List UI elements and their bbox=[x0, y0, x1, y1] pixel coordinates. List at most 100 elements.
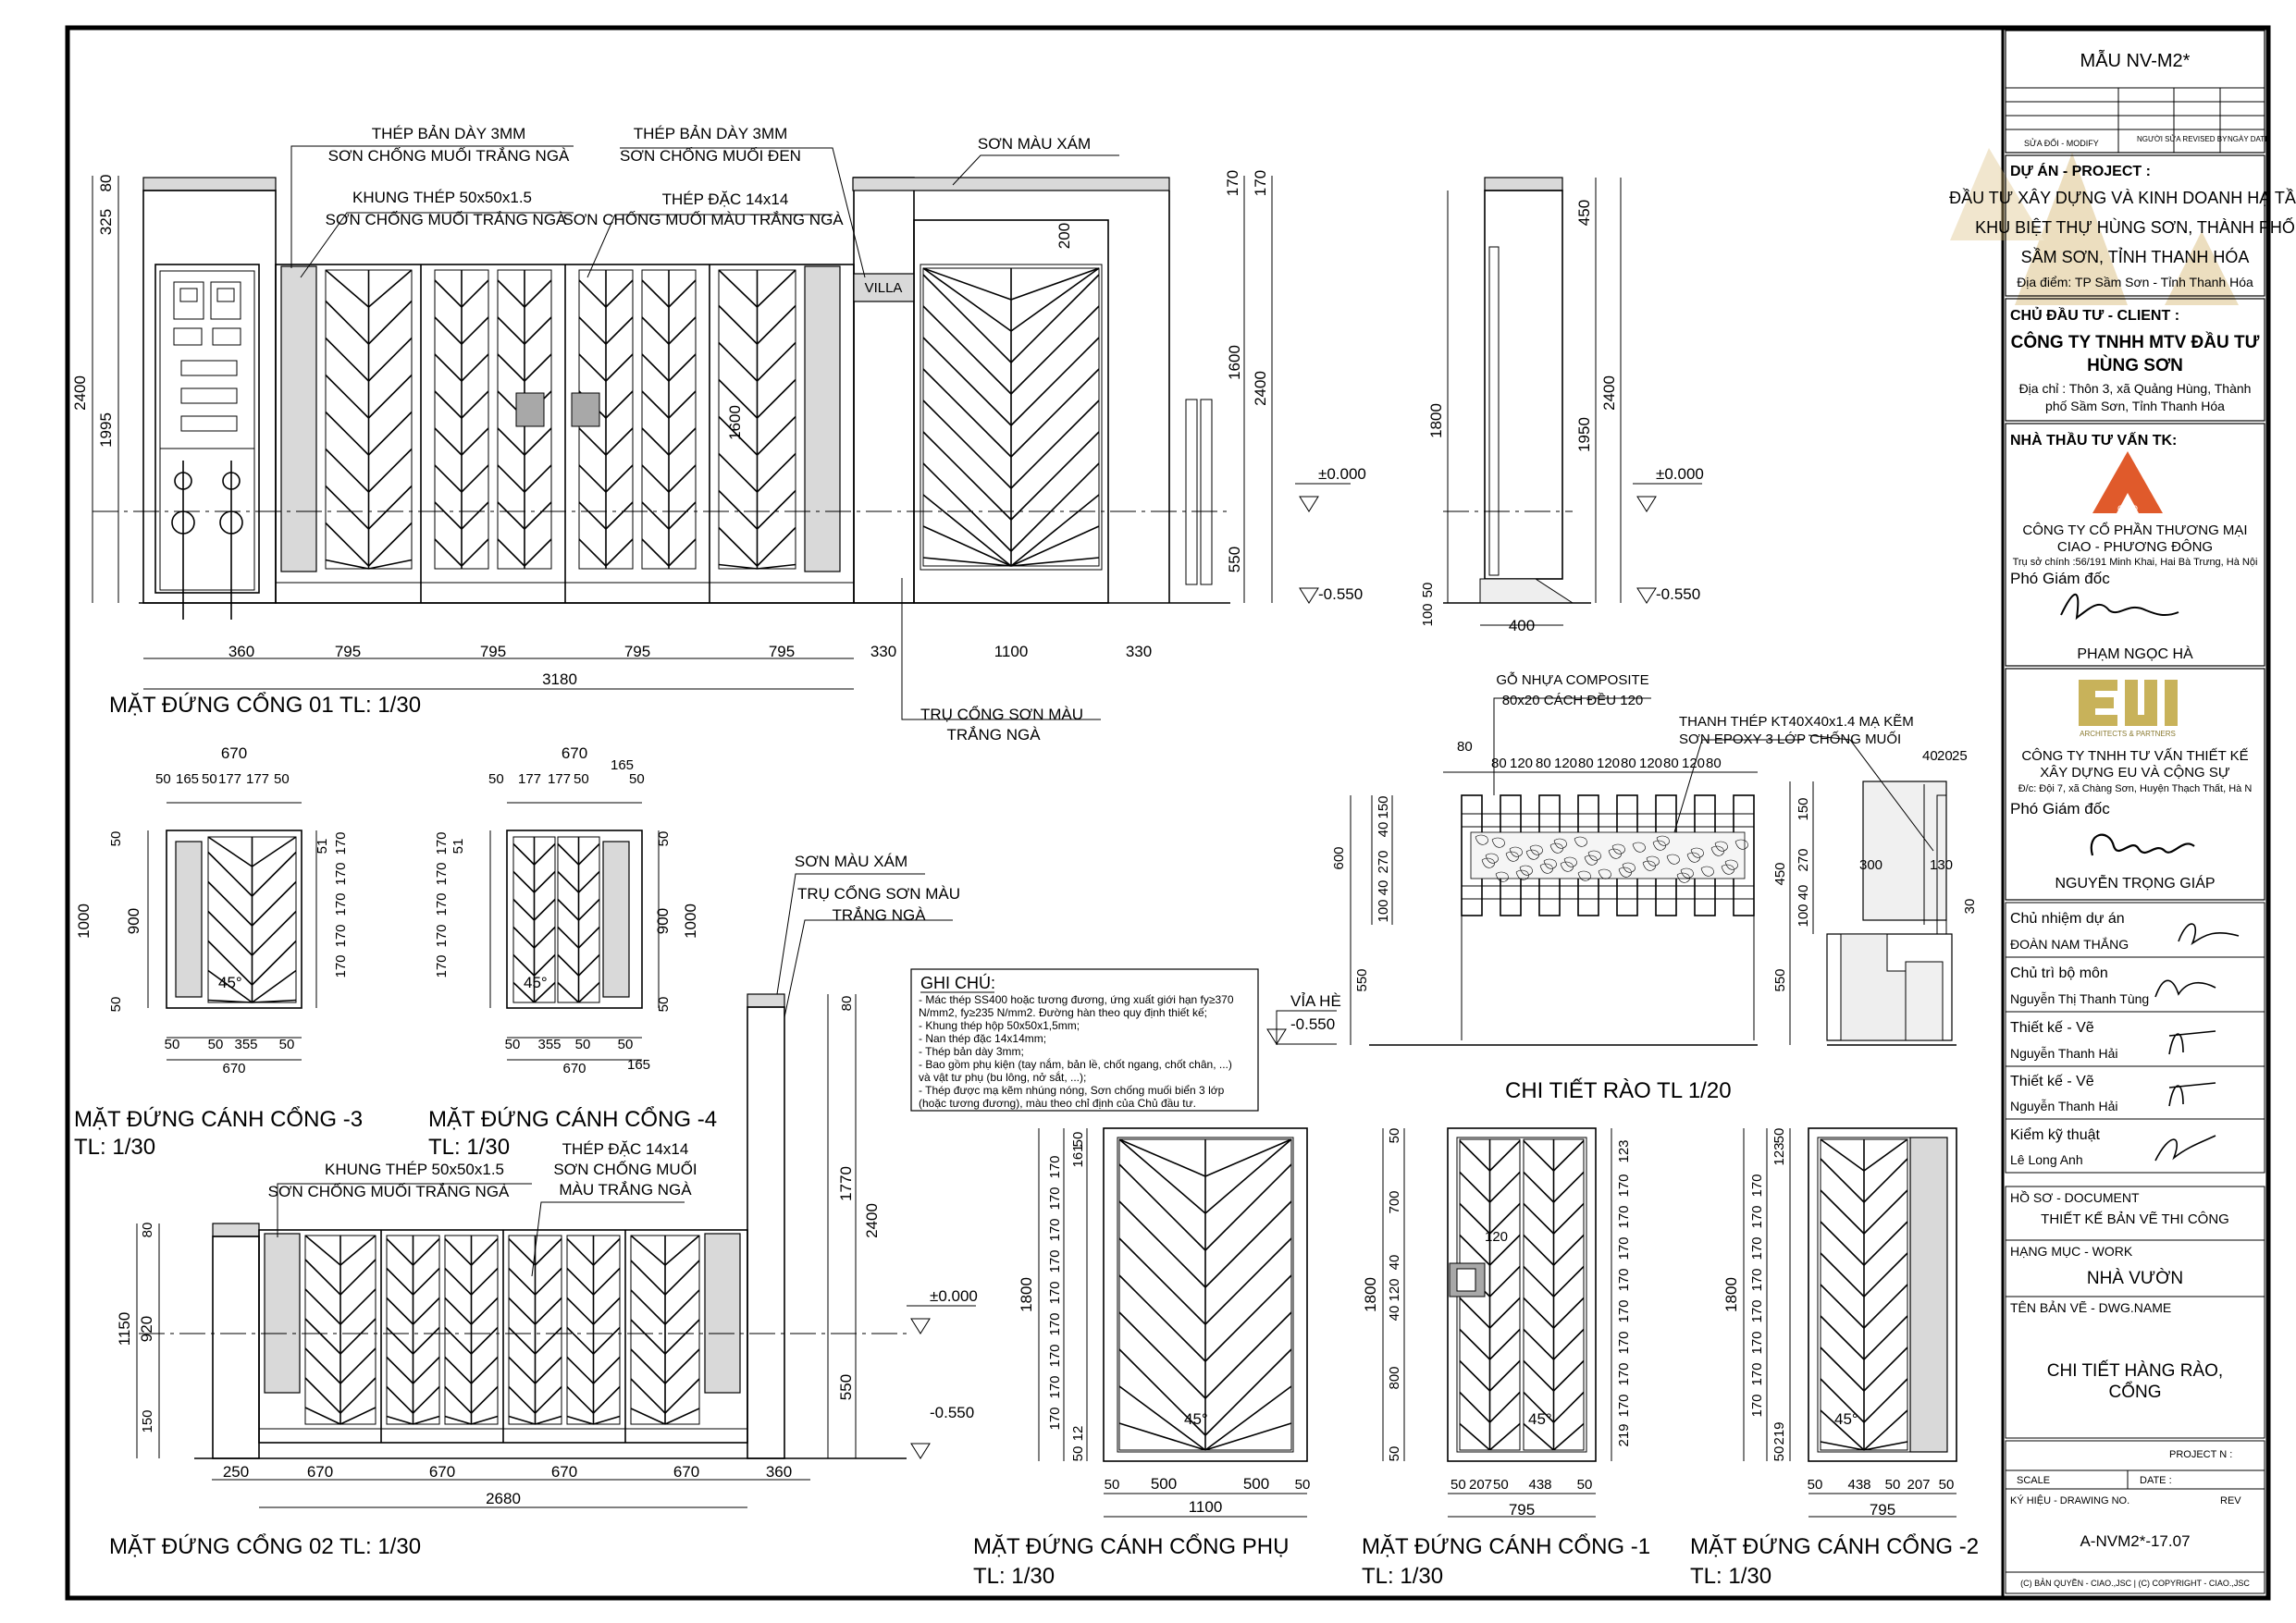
svg-text:170: 170 bbox=[1616, 1236, 1632, 1260]
chevron-bar bbox=[207, 999, 253, 1003]
svg-text:170: 170 bbox=[333, 924, 349, 947]
svg-text:50: 50 bbox=[1070, 1132, 1086, 1148]
svg-text:±0.000: ±0.000 bbox=[1656, 465, 1704, 483]
chevron-bar bbox=[756, 415, 796, 456]
svg-text:150: 150 bbox=[1376, 795, 1391, 818]
svg-text:40: 40 bbox=[1376, 880, 1391, 896]
svg-text:1800: 1800 bbox=[1018, 1277, 1035, 1312]
svg-text:50: 50 bbox=[1070, 1446, 1086, 1462]
svg-text:50: 50 bbox=[575, 1037, 591, 1052]
svg-text:2400: 2400 bbox=[1252, 371, 1269, 406]
chevron-bar bbox=[1863, 1378, 1908, 1423]
chevron-bar bbox=[577, 926, 600, 949]
svg-text:50: 50 bbox=[108, 997, 124, 1013]
svg-text:270: 270 bbox=[1796, 848, 1811, 871]
chevron-bar bbox=[1820, 1221, 1865, 1266]
chevron-bar bbox=[1552, 1139, 1585, 1172]
chevron-bar bbox=[1488, 1359, 1521, 1392]
chevron-bar bbox=[470, 1356, 499, 1384]
svg-text:80: 80 bbox=[1457, 739, 1473, 755]
chevron-bar bbox=[1010, 267, 1100, 301]
project-line-2: KHU BIỆT THỰ HÙNG SƠN, THÀNH PHỐ bbox=[1975, 217, 2295, 237]
svg-text:Thiết kế - Vẽ: Thiết kế - Vẽ bbox=[2010, 1074, 2094, 1089]
svg-text:80x20 CÁCH ĐỀU 120: 80x20 CÁCH ĐỀU 120 bbox=[1502, 693, 1644, 708]
chevron-bar bbox=[1010, 305, 1100, 395]
chevron-bar bbox=[630, 1378, 666, 1414]
svg-text:SƠN MÀU XÁM: SƠN MÀU XÁM bbox=[978, 135, 1091, 153]
chevron-bar bbox=[1118, 1200, 1206, 1288]
svg-text:550: 550 bbox=[1772, 968, 1788, 991]
svg-text:1770: 1770 bbox=[837, 1166, 855, 1201]
chevron-bar bbox=[1523, 1265, 1555, 1297]
chevron-bar bbox=[1459, 1359, 1491, 1392]
leaf-4-scale: TL: 1/30 bbox=[428, 1135, 510, 1160]
drawing-no-label: KÝ HIỆU - DRAWING NO. bbox=[2010, 1494, 2129, 1506]
svg-text:1150: 1150 bbox=[116, 1312, 133, 1346]
chevron-bar bbox=[444, 1385, 473, 1414]
chevron-bar bbox=[304, 1318, 341, 1355]
chevron-bar bbox=[578, 464, 607, 493]
work-label: HẠNG MỤC - WORK bbox=[2010, 1244, 2133, 1259]
chevron-bar bbox=[367, 374, 413, 419]
chevron-bar bbox=[922, 400, 1012, 489]
chevron-bar bbox=[1552, 1265, 1585, 1297]
chevron-bar bbox=[1863, 1315, 1908, 1360]
chevron-bar bbox=[1863, 1158, 1908, 1203]
leaf-2-scale: TL: 1/30 bbox=[1690, 1564, 1771, 1589]
chevron-bar bbox=[577, 981, 600, 1003]
svg-text:40: 40 bbox=[1387, 1306, 1402, 1322]
gate-02-title: MẶT ĐỨNG CỔNG 02 TL: 1/30 bbox=[109, 1533, 421, 1559]
svg-text:KHUNG THÉP 50x50x1.5: KHUNG THÉP 50x50x1.5 bbox=[325, 1161, 504, 1178]
svg-text:50: 50 bbox=[1885, 1477, 1901, 1493]
svg-text:THÉP BẢN DÀY 3MM: THÉP BẢN DÀY 3MM bbox=[634, 125, 788, 142]
chevron-bar bbox=[668, 501, 697, 530]
stone-pattern bbox=[1475, 834, 1748, 883]
svg-text:170: 170 bbox=[333, 892, 349, 916]
chevron-bar bbox=[325, 337, 370, 382]
chevron-bar bbox=[605, 353, 634, 382]
chevron-bar bbox=[1523, 1171, 1555, 1203]
svg-text:150: 150 bbox=[140, 1409, 155, 1432]
chevron-bar bbox=[508, 1385, 537, 1414]
aux-door-hatch bbox=[922, 267, 1100, 567]
chevron-bar bbox=[339, 1288, 376, 1325]
chevron-bar bbox=[718, 526, 759, 567]
svg-text:1800: 1800 bbox=[1722, 1277, 1740, 1312]
chevron-bar bbox=[757, 563, 796, 570]
svg-text:170: 170 bbox=[1749, 1174, 1765, 1197]
chevron-bar bbox=[566, 1297, 595, 1325]
chevron-bar bbox=[578, 353, 607, 382]
chevron-bar bbox=[566, 1415, 594, 1425]
svg-text:(hoặc tương đương), màu theo c: (hoặc tương đương), màu theo chỉ định củ… bbox=[919, 1097, 1196, 1110]
chevron-bar bbox=[566, 1267, 595, 1296]
chevron-bar bbox=[1459, 1391, 1491, 1423]
chevron-bar bbox=[461, 538, 489, 567]
svg-text:40: 40 bbox=[1922, 748, 1938, 764]
chevron-bar bbox=[1523, 1202, 1555, 1235]
chevron-bar bbox=[577, 898, 600, 921]
chevron-bar bbox=[251, 880, 297, 927]
chevron-bar bbox=[461, 501, 489, 530]
chevron-bar bbox=[367, 522, 413, 567]
chevron-bar bbox=[207, 836, 253, 867]
chevron-bar bbox=[577, 953, 600, 977]
svg-text:N/mm2, fy≥235 N/mm2. Đường hàn: N/mm2, fy≥235 N/mm2. Đường hàn theo quy … bbox=[919, 1006, 1207, 1019]
consultant2-line-2: XÂY DỰNG EU VÀ CỘNG SỰ bbox=[2040, 765, 2230, 781]
svg-text:670: 670 bbox=[221, 744, 247, 762]
svg-text:795: 795 bbox=[1870, 1501, 1895, 1518]
svg-text:và vật tư phụ (bu lông, nở sắt: và vật tư phụ (bu lông, nở sắt, ...); bbox=[919, 1070, 1086, 1084]
svg-text:670: 670 bbox=[673, 1463, 699, 1481]
chevron-bar bbox=[1523, 1139, 1555, 1172]
chevron-bar bbox=[1459, 1422, 1491, 1451]
chevron-frame bbox=[641, 269, 697, 570]
svg-text:GỖ NHỰA COMPOSITE: GỖ NHỰA COMPOSITE bbox=[1496, 671, 1648, 688]
svg-text:207: 207 bbox=[1469, 1477, 1492, 1493]
svg-text:THÉP ĐẶC 14x14: THÉP ĐẶC 14x14 bbox=[562, 1140, 689, 1158]
chevron-bar bbox=[668, 427, 697, 456]
chevron-bar bbox=[339, 1407, 376, 1425]
chevron-bar bbox=[756, 452, 796, 493]
svg-text:80: 80 bbox=[1578, 756, 1594, 771]
chevron-bar bbox=[444, 1237, 473, 1266]
svg-text:1800: 1800 bbox=[1362, 1277, 1379, 1312]
chevron-bar bbox=[922, 337, 1012, 426]
